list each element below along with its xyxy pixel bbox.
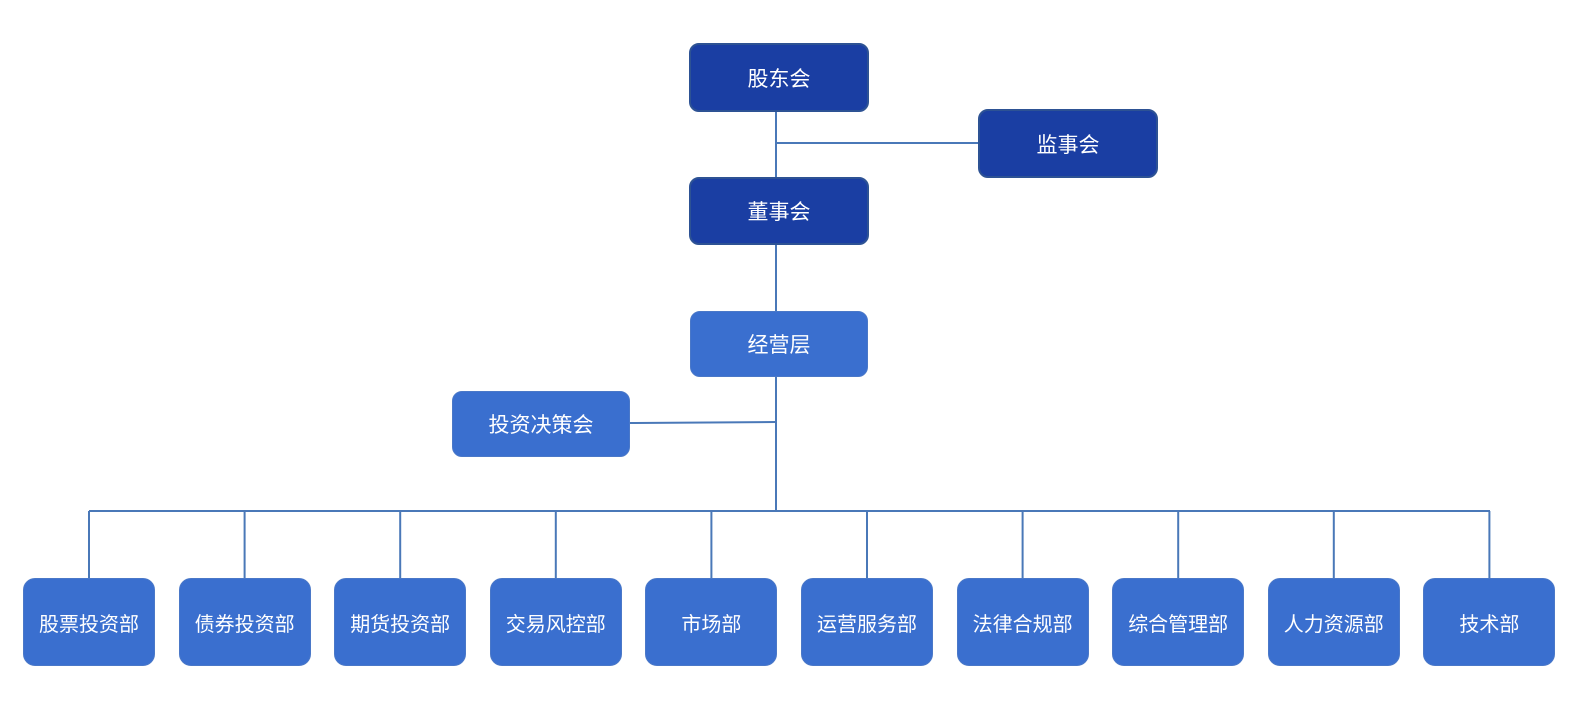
department-box: 法律合规部 [956,578,1089,666]
node-investment-committee-label: 投资决策会 [488,413,594,437]
department-label: 技术部 [1459,611,1520,636]
department-box: 市场部 [645,578,778,666]
department-box: 综合管理部 [1112,578,1245,666]
node-investment-committee: 投资决策会 [452,391,630,457]
department-box: 交易风控部 [489,578,622,666]
department-label: 交易风控部 [505,611,606,636]
department-box: 人力资源部 [1267,578,1400,666]
connector-investment-committee [627,421,777,424]
node-management: 经营层 [690,311,868,377]
department-label: 运营服务部 [817,611,917,636]
node-supervisors: 监事会 [978,109,1158,178]
department-label: 市场部 [681,611,742,636]
node-shareholders-label: 股东会 [747,66,811,91]
department-drop-lines [88,511,1491,578]
department-label: 法律合规部 [972,611,1073,636]
department-label: 人力资源部 [1283,611,1384,636]
department-label: 期货投资部 [350,611,451,636]
department-label: 综合管理部 [1128,611,1229,636]
node-board-label: 董事会 [747,200,811,224]
node-management-label: 经营层 [747,333,811,357]
department-box: 运营服务部 [801,578,933,666]
department-box: 股票投资部 [23,578,155,666]
department-box: 债券投资部 [178,578,311,666]
node-shareholders: 股东会 [689,43,869,112]
node-supervisors-label: 监事会 [1036,132,1100,157]
department-box: 期货投资部 [334,578,467,666]
department-label: 股票投资部 [39,611,139,636]
node-board: 董事会 [689,177,869,245]
department-label: 债券投资部 [194,611,295,636]
department-box: 技术部 [1423,578,1556,666]
